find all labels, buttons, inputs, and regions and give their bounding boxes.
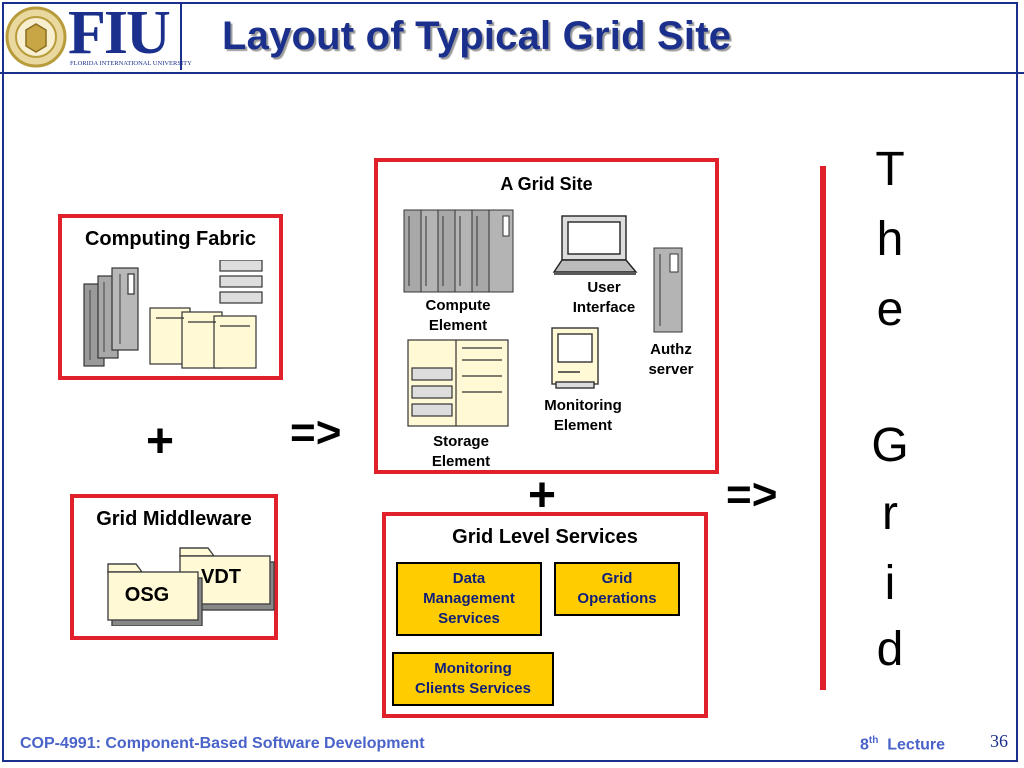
lecture-word: Lecture: [887, 736, 946, 754]
osg-label: OSG: [124, 584, 170, 606]
grid-level-services-label: Grid Level Services: [452, 526, 638, 548]
monitoring-element-icon: [551, 327, 599, 389]
monitoring-element-label: Monitoring Element: [544, 397, 622, 434]
computing-fabric-box: Computing Fabric: [58, 214, 283, 380]
grid-site-label: A Grid Site: [500, 174, 593, 194]
grid-middleware-label: Grid Middleware: [96, 508, 252, 530]
fiu-logo-graphic: [5, 4, 182, 70]
computing-fabric-icon: [83, 260, 263, 369]
storage-element-icon: [407, 339, 509, 427]
user-interface-icon: [552, 215, 638, 275]
authz-server-label: Authz server: [648, 341, 694, 378]
logo-subtext: Florida International University: [70, 60, 192, 67]
grid-site-box: A Grid Site Compute Element User Interfa…: [374, 158, 719, 474]
grid-letter: d: [876, 623, 904, 676]
plus-operator: +: [146, 415, 175, 468]
arrow-operator-left: =>: [290, 408, 342, 457]
fiu-logo: FIU Florida International University: [2, 0, 192, 72]
footer-lecture: 8th Lecture: [860, 735, 945, 754]
grid-middleware-box: Grid Middleware VDT OSG: [70, 494, 278, 640]
grid-letter: i: [884, 557, 896, 610]
header-rule: [0, 72, 1024, 74]
grid-letter: e: [876, 283, 904, 336]
grid-letter: T: [875, 143, 905, 196]
logo-text: FIU: [68, 0, 171, 67]
folder-icons: [107, 547, 275, 626]
page-number: 36: [990, 731, 1008, 751]
data-management-services-box: Data Management Services: [396, 562, 542, 636]
footer-course: COP-4991: Component-Based Software Devel…: [20, 735, 425, 752]
computing-fabric-label: Computing Fabric: [84, 228, 257, 250]
the-grid-divider: [820, 166, 826, 690]
grid-letter: G: [871, 419, 909, 472]
page-title: Layout of Typical Grid Site: [222, 14, 732, 58]
compute-element-icon: [403, 209, 514, 293]
lecture-number: 8: [860, 736, 869, 754]
grid-letter: h: [876, 213, 904, 266]
vdt-label: VDT: [201, 566, 241, 588]
user-interface-label: User Interface: [572, 279, 636, 316]
compute-element-label: Compute Element: [425, 297, 491, 334]
authz-server-icon: [653, 247, 683, 333]
grid-letter: r: [882, 487, 898, 540]
lecture-ordinal: th: [868, 735, 879, 746]
arrow-operator-right: =>: [726, 470, 778, 519]
storage-element-label: Storage Element: [431, 433, 491, 470]
monitoring-clients-services-box: Monitoring Clients Services: [392, 652, 554, 706]
grid-operations-box: Grid Operations: [554, 562, 680, 616]
